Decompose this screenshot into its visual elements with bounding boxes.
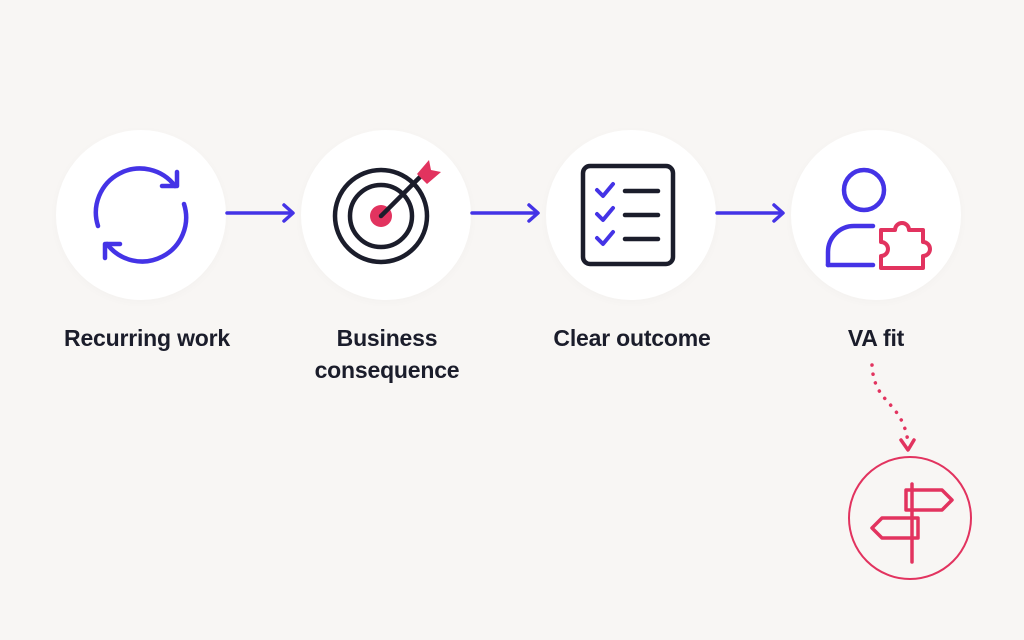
branch-signpost-circle: [848, 456, 972, 580]
step-recurring-work-circle: [56, 130, 226, 300]
flow-arrow-3: [715, 203, 785, 223]
step-label-recurring-work: Recurring work: [64, 325, 230, 351]
branch-dotted-arrow: [870, 363, 916, 452]
step-va-fit-circle: [791, 130, 961, 300]
step-label-clear-outcome: Clear outcome: [553, 325, 711, 351]
target-arrow-icon: [332, 160, 441, 265]
refresh-cycle-icon: [93, 166, 189, 264]
step-clear-outcome-circle: [546, 130, 716, 300]
user-puzzle-icon: [825, 167, 932, 270]
checklist-icon: [580, 163, 676, 267]
flow-arrow-2: [470, 203, 540, 223]
signpost-icon: [870, 482, 954, 564]
step-label-va-fit: VA fit: [847, 325, 905, 351]
step-business-consequence-circle: [301, 130, 471, 300]
flow-arrow-1: [225, 203, 295, 223]
step-label-business-consequence: Business consequence: [314, 325, 460, 383]
